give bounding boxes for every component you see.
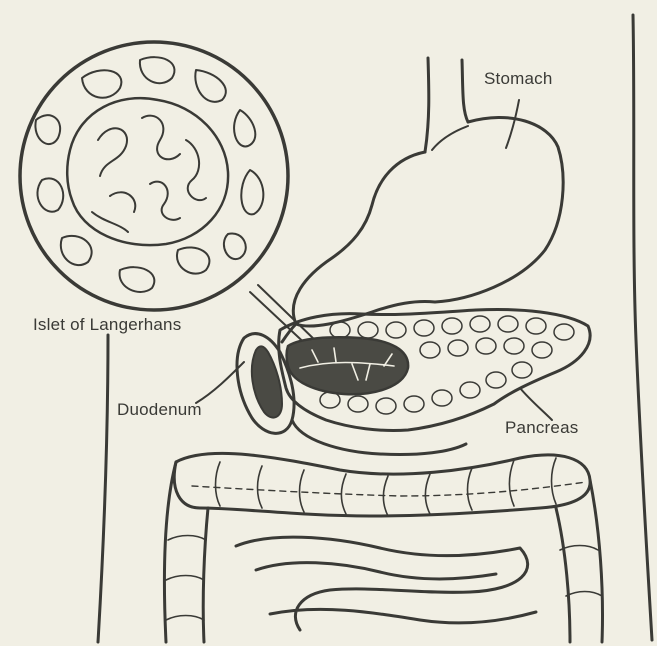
colon-haustra (216, 458, 557, 516)
transverse-colon (174, 453, 590, 516)
islet-central-mass (67, 98, 228, 245)
colon-taenia (192, 482, 586, 496)
body-outline-left (98, 335, 108, 642)
pancreas-leader-line (520, 388, 552, 420)
duodenum-label: Duodenum (117, 400, 202, 420)
body-outline-right (633, 15, 652, 640)
stomach-leader-line (506, 100, 519, 148)
small-intestine-loops (236, 537, 536, 630)
islet-label: Islet of Langerhans (33, 315, 181, 335)
islet-inner-lobules (92, 116, 206, 232)
ascending-haustra (166, 536, 206, 621)
stomach-fold (432, 126, 468, 150)
stomach (293, 117, 563, 326)
stomach-label: Stomach (484, 69, 553, 89)
duodenum-lumen (252, 346, 282, 417)
pancreas-label: Pancreas (505, 418, 578, 438)
